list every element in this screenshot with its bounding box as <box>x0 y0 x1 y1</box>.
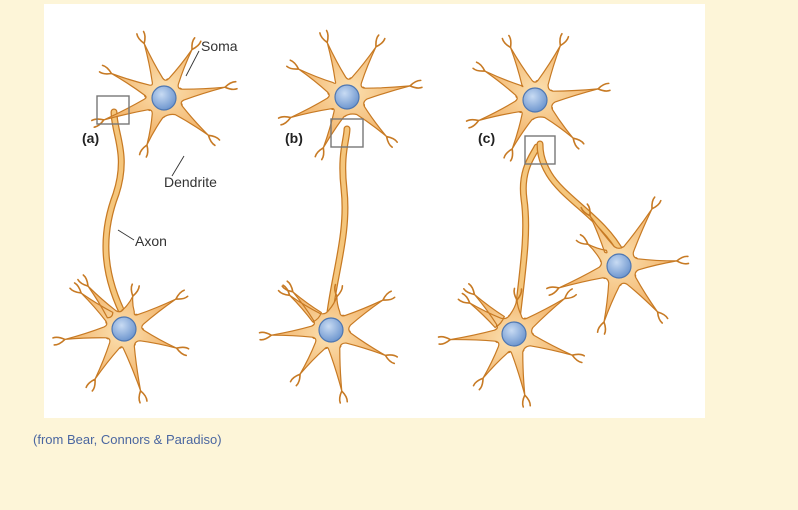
neuron-c-top-dendrite-tip <box>503 148 514 162</box>
neuron-c-bottom-dendrite-tip <box>571 353 586 364</box>
neuron-a-top-dendrite-tip <box>191 37 202 51</box>
neuron-b-top-dendrite-tip <box>409 79 423 89</box>
neuron-figure: (a) (b) (c) Soma Dendrite Axon <box>44 4 705 418</box>
neuron-a-top-dendrite-tip <box>91 118 105 128</box>
neuron-b-top-dendrite-tip <box>277 115 292 126</box>
neuron-b-bottom-nucleus <box>318 317 344 343</box>
neuron-c-right-dendrite-tip <box>580 203 591 217</box>
neuron-diagram <box>52 29 690 408</box>
neuron-b-bottom-dendrite-tip <box>333 283 344 298</box>
neuron-c-bottom-dendrite-tip <box>437 335 452 345</box>
neuron-a-top-dendrite-tip <box>207 134 221 147</box>
neuron-a-bottom-dendrite-tip <box>85 378 96 392</box>
neuron-c-right-dendrite-tip <box>575 233 589 246</box>
neuron-b-top-dendrite-tip <box>314 146 325 161</box>
neuron-c-bottom-dendrite-tip <box>513 287 523 301</box>
neuron-c-top-dendrite-tip <box>572 137 585 150</box>
neuron-c-right-dendrite-tip <box>596 321 607 335</box>
neuron-a-top-nucleus <box>151 85 177 111</box>
synapse-box-c <box>524 135 556 165</box>
neuron-a-top-dendrite-tip <box>136 30 146 45</box>
axon-c-2 <box>537 141 625 257</box>
soma-label: Soma <box>201 38 238 54</box>
neuron-c-right-dendrite-tip <box>675 255 690 265</box>
neuron-b-bottom-dendrite-tip <box>258 331 273 341</box>
neuron-c-bottom-dendrite-tip <box>457 292 471 304</box>
neuron-b-top-dendrite-tip <box>319 29 329 44</box>
neuron-a-bottom-dendrite-tip <box>69 282 82 294</box>
neuron-b-bottom-dendrite-tip <box>384 354 399 365</box>
neuron-a-bottom-dendrite-tip <box>175 346 190 357</box>
neuron-a-bottom-dendrite-tip <box>130 283 140 297</box>
neuron-b-top-dendrite-tip <box>375 34 386 48</box>
neuron-c-bottom-dendrite-tip <box>472 377 484 391</box>
axon-b <box>326 126 350 323</box>
panel-label-c: (c) <box>478 130 496 146</box>
axon-c-1 <box>513 144 540 332</box>
figure-caption: (from Bear, Connors & Paradiso) <box>33 432 222 447</box>
synapse-box-b <box>330 118 364 148</box>
axon-a <box>103 109 130 325</box>
neuron-b-bottom-dendrite-tip <box>289 373 301 387</box>
neuron-b-top-dendrite-tip <box>385 135 398 148</box>
neuron-b-top-nucleus <box>334 84 360 110</box>
neuron-b-bottom-dendrite-tip <box>281 280 294 293</box>
neuron-c-right-dendrite-tip <box>656 311 669 324</box>
neuron-c-top-nucleus <box>522 87 548 113</box>
soma-leader <box>185 50 200 77</box>
neuron-a-bottom-dendrite-tip <box>175 289 189 300</box>
axon-leader <box>117 229 135 241</box>
neuron-c-right-dendrite-tip <box>546 286 560 296</box>
neuron-c-bottom-dendrite-tip <box>463 283 476 296</box>
neuron-c-top-dendrite-tip <box>501 34 512 49</box>
neuron-b-top-dendrite-tip <box>286 59 300 70</box>
neuron-c-right-nucleus <box>606 253 632 279</box>
neuron-b-bottom-dendrite-tip <box>382 290 396 301</box>
dendrite-label: Dendrite <box>164 174 217 190</box>
neuron-c-bottom-dendrite-tip <box>563 288 577 300</box>
neuron-c-top-dendrite-tip <box>559 32 570 47</box>
dendrite-leader <box>171 155 185 177</box>
neuron-c-top-dendrite-tip <box>472 61 486 72</box>
axon-label: Axon <box>135 233 167 249</box>
panel-label-a: (a) <box>82 130 100 146</box>
panel-label-b: (b) <box>285 130 303 146</box>
neuron-c-bottom-dendrite-tip <box>521 394 532 408</box>
neuron-c-bottom-nucleus <box>501 321 527 347</box>
neuron-a-top-dendrite-tip <box>224 80 238 91</box>
neuron-a-bottom-dendrite-tip <box>138 390 148 404</box>
neuron-a-top-dendrite-tip <box>98 64 113 75</box>
neuron-a-bottom-dendrite-tip <box>77 274 89 287</box>
neuron-c-top-dendrite-tip <box>465 118 480 129</box>
synapse-box-a <box>96 95 130 125</box>
neuron-c-right-dendrite-tip <box>651 196 662 210</box>
neuron-c-top-dendrite-tip <box>597 82 611 92</box>
neuron-a-bottom-dendrite-tip <box>52 336 66 346</box>
neuron-a-bottom-nucleus <box>111 316 137 342</box>
neuron-b-bottom-dendrite-tip <box>277 284 291 297</box>
neuron-a-top-dendrite-tip <box>138 144 149 158</box>
neuron-b-bottom-dendrite-tip <box>338 390 349 404</box>
